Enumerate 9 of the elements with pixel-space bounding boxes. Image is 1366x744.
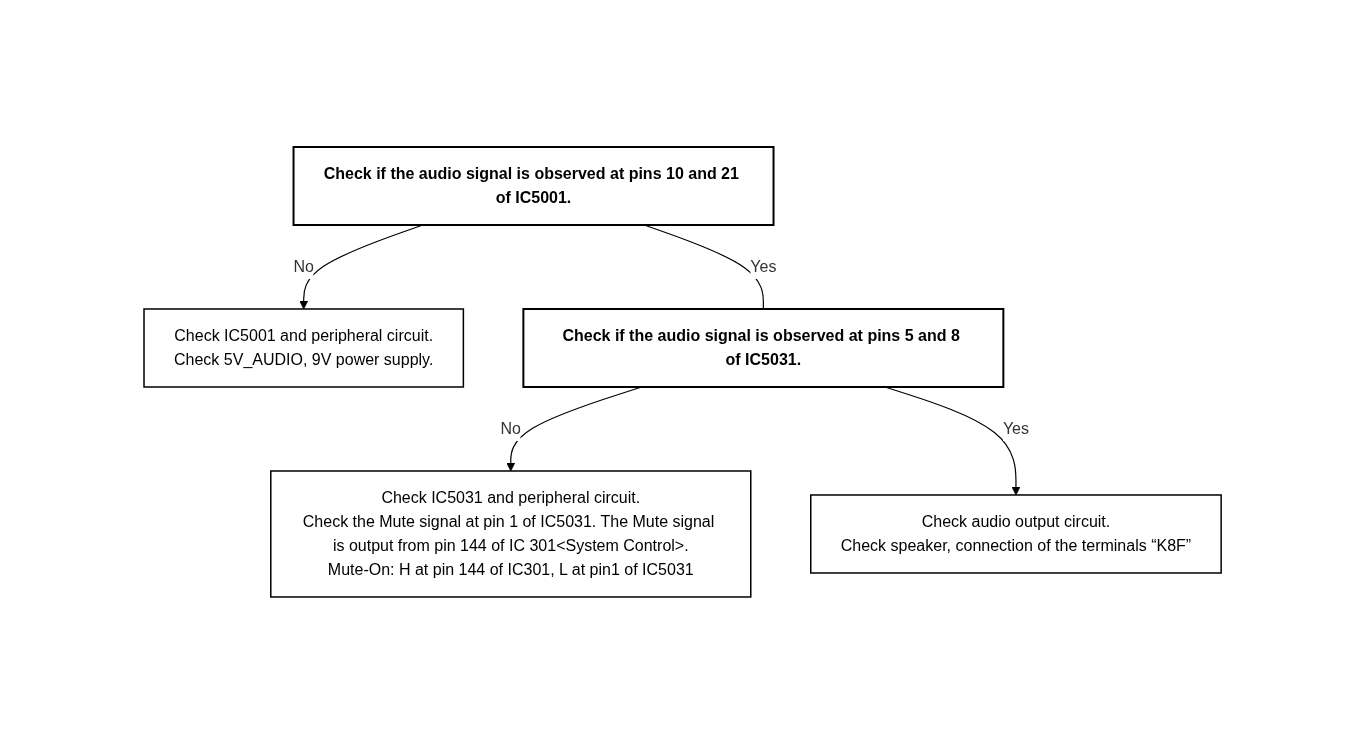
node-box: Check if the audio signal is observed at pins 5 and 8 of IC5031. (522, 308, 1005, 388)
node-box: Check if the audio signal is observed at pins 10 and 21 of IC5001. (292, 146, 775, 226)
node-box: Check audio output circuit. Check speaker, connection of the terminals “K8F” (810, 494, 1223, 574)
edge-label: Yes (1003, 419, 1030, 437)
edge-label: Yes (750, 258, 777, 275)
edge-label: No (293, 258, 315, 275)
node-box: Check IC5031 and peripheral circuit. Check the Mute signal at pin 1 of IC5031. The Mute signal is output from pin 144 of IC 301<System Control>. Mute-On: H at pin 144 of IC301, L at pin1 of IC5031 (270, 470, 752, 598)
edge-label: No (500, 419, 522, 437)
node-box: Check IC5001 and peripheral circuit. Check 5V_AUDIO, 9V power supply. (143, 308, 465, 388)
